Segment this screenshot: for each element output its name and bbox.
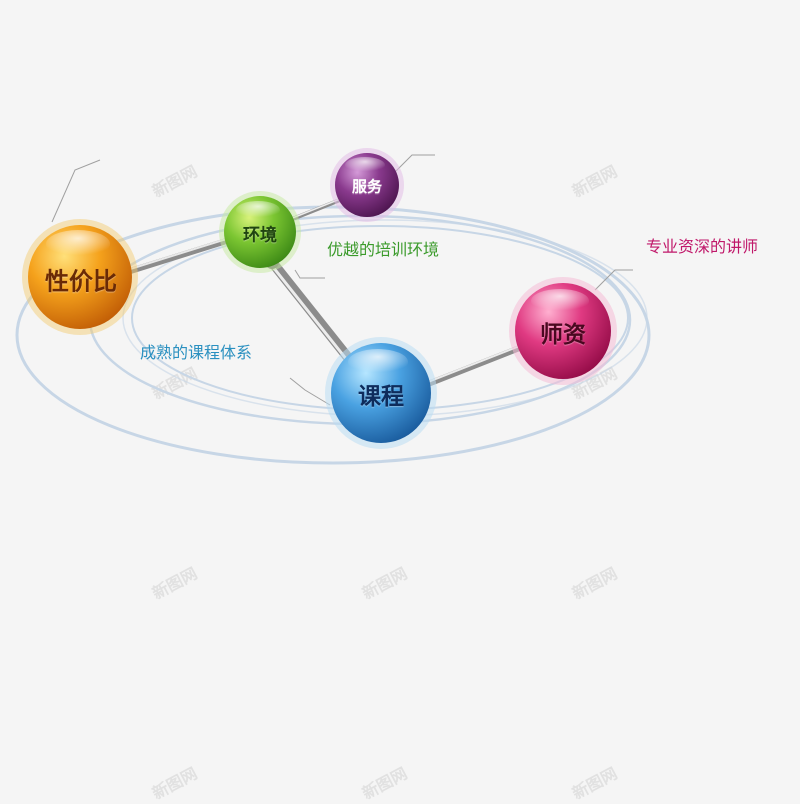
node-label-xingjiabi: 性价比 <box>45 267 117 296</box>
node-label-fuwu: 服务 <box>351 177 383 196</box>
ball-shizi <box>509 277 617 385</box>
ball-gloss <box>348 349 408 375</box>
leader-line-huanjing <box>294 269 325 279</box>
rod-highlight <box>267 260 349 362</box>
orbit-ring-outer <box>15 205 651 465</box>
ball-gloss <box>236 201 280 219</box>
ball-fuwu <box>330 148 404 222</box>
rod-huanjing-kecheng <box>267 257 355 365</box>
ball-xingjiabi <box>22 219 138 335</box>
ball-gloss <box>46 230 110 258</box>
caption-huanjing: 优越的培训环境 <box>327 240 440 259</box>
caption-shizi: 专业资深的讲师 <box>646 237 759 256</box>
ball-gloss <box>531 289 589 313</box>
leader-line-xingjiabi <box>51 159 101 223</box>
node-label-kecheng: 课程 <box>358 384 404 410</box>
ball-kecheng <box>325 337 437 449</box>
leader-line-shizi <box>594 269 633 291</box>
node-label-shizi: 师资 <box>540 322 586 348</box>
leader-lines <box>51 154 633 406</box>
leader-line-kecheng <box>289 377 331 406</box>
ball-huanjing <box>219 191 301 273</box>
caption-kecheng: 成熟的课程体系 <box>140 343 253 362</box>
ball-gloss <box>345 157 385 173</box>
node-label-huanjing: 环境 <box>243 225 277 246</box>
leader-line-fuwu <box>394 154 435 173</box>
